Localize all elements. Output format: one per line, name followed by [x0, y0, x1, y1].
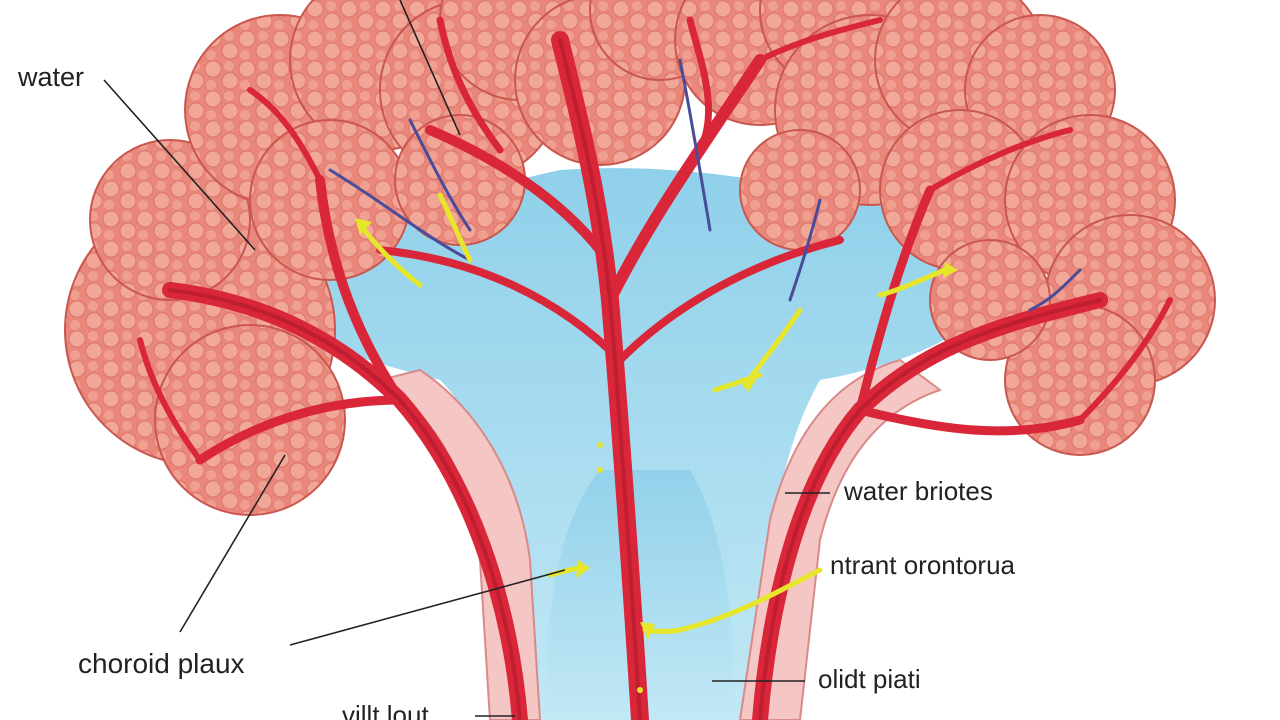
- label-villt-lout: villt lout: [342, 700, 429, 720]
- csf-fluid-region: [250, 168, 1030, 720]
- flow-arrow-heads: [355, 218, 958, 640]
- label-choroid-plaux: choroid plaux: [78, 648, 245, 679]
- leader-line-choroid-a: [179, 454, 286, 633]
- leader-line-water: [103, 79, 256, 251]
- label-water: water: [18, 62, 85, 92]
- label-water-briotes: water briotes: [844, 476, 993, 506]
- leader-line-choroid-b: [289, 569, 566, 646]
- veins: [328, 58, 1082, 312]
- leader-line-top: [399, 0, 461, 136]
- flow-arrows: [357, 192, 948, 634]
- leader-lines: [103, 0, 830, 717]
- label-olidt-piati: olidt piati: [818, 664, 921, 694]
- label-ntrant-orontorua: ntrant orontorua: [830, 550, 1016, 580]
